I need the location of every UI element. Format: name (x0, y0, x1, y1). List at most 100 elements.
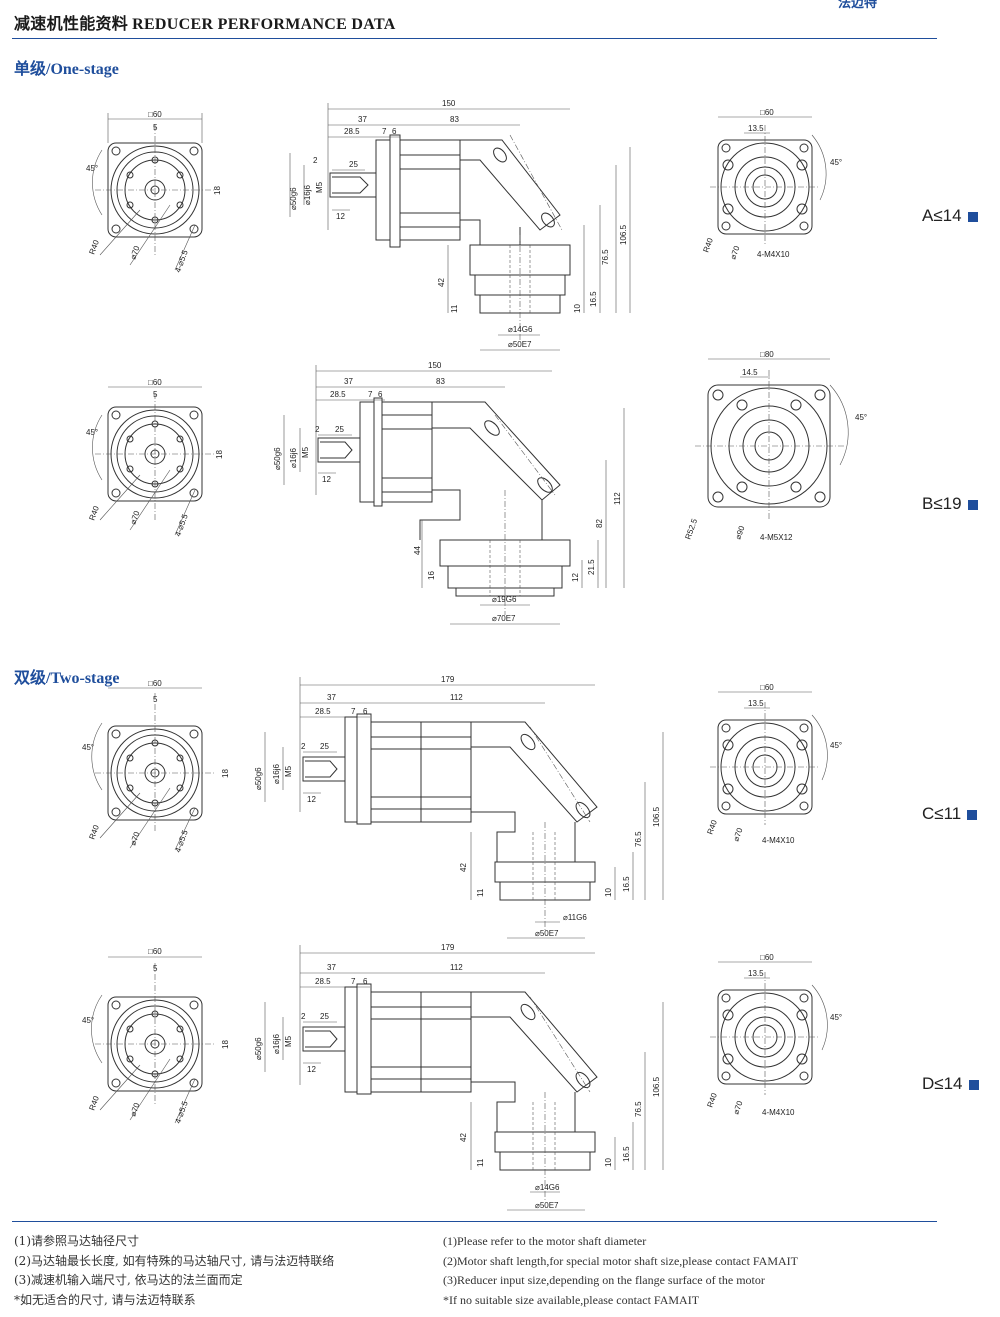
dimension-label: 7 (382, 127, 387, 136)
dimension-label: 112 (450, 963, 463, 972)
dimension-label: 12 (307, 795, 316, 804)
drawing-a-back-view: □60 13.5 45° R40 ⌀70 4-M4X10 (701, 108, 842, 261)
dimension-label: 45° (82, 1016, 94, 1025)
dim-square: □60 (148, 110, 162, 119)
section-title-two-stage: 双级/Two-stage (14, 670, 120, 687)
dimension-label: ⌀16j6 (303, 185, 312, 205)
dimension-label: 4-⌀5.5 (173, 248, 190, 273)
dimension-label: 4-⌀5.5 (173, 512, 190, 537)
header-divider (12, 38, 937, 39)
dimension-label: 45° (830, 1013, 842, 1022)
note-en-2: (2)Motor shaft length,for special motor … (443, 1253, 799, 1268)
dimension-label: 150 (442, 99, 456, 108)
dimension-label: ⌀50g6 (254, 767, 263, 790)
variant-label-d: D≤14 (922, 1074, 979, 1094)
dimension-label: 16.5 (622, 876, 631, 892)
dimension-label: 37 (327, 693, 336, 702)
dimension-label: 12 (571, 573, 580, 582)
dimension-label: ⌀16j6 (272, 1034, 281, 1054)
dimension-label: 5 (153, 123, 158, 132)
dimension-label: 28.5 (330, 390, 346, 399)
note-cn-1: (1)请参照马达轴径尺寸 (14, 1234, 139, 1248)
dimension-label: R40 (705, 818, 719, 835)
dimension-label: 42 (459, 1133, 468, 1142)
dimension-label: M5 (284, 1035, 293, 1047)
dimension-label: 28.5 (315, 707, 331, 716)
notes-en: (1)Please refer to the motor shaft diame… (443, 1232, 798, 1310)
dimension-label: ⌀16j6 (289, 448, 298, 468)
dimension-label: 4-⌀5.5 (173, 1099, 190, 1124)
dimension-label: 13.5 (748, 124, 764, 133)
variant-marker (967, 499, 978, 510)
drawing-c-side-view: 179 37 112 28.5 7 6 25 2 12 ⌀50g6 ⌀16j6 … (254, 675, 664, 939)
dimension-label: 76.5 (634, 831, 643, 847)
dimension-label: 45° (82, 743, 94, 752)
dimension-label: ⌀70 (128, 830, 141, 846)
dimension-label: M5 (284, 765, 293, 777)
dimension-label: □60 (760, 683, 774, 692)
dimension-label: 179 (441, 943, 455, 952)
drawing-c-back-view: □60 13.5 45° R40 ⌀70 4-M4X10 (705, 683, 842, 845)
dimension-label: ⌀14G6 (508, 325, 533, 334)
drawing-d-back-view: □60 13.5 45° R40 ⌀70 4-M4X10 (705, 953, 842, 1117)
dimension-label: ⌀50E7 (508, 340, 532, 349)
dimension-label: 2 (313, 156, 318, 165)
variant-label-c: C≤11 (922, 804, 978, 824)
variant-marker (967, 809, 978, 820)
dimension-label: □60 (760, 953, 774, 962)
variant-marker (968, 1079, 979, 1090)
page-title-en: REDUCER PERFORMANCE DATA (132, 16, 396, 33)
dimension-label: R40 (87, 823, 101, 840)
dimension-label: 18 (215, 450, 224, 459)
dimension-label: R40 (87, 238, 101, 255)
dimension-label: 13.5 (748, 969, 764, 978)
dimension-label: 28.5 (315, 977, 331, 986)
section-title-one-stage: 单级/One-stage (14, 61, 119, 78)
dimension-label: 21.5 (587, 559, 596, 575)
dimension-label: ⌀50E7 (535, 929, 559, 938)
dimension-label: 45° (855, 413, 867, 422)
dimension-label: 25 (349, 160, 358, 169)
drawing-b-back-view: □80 14.5 45° R52.5 ⌀90 4-M5X12 (683, 350, 867, 542)
dimension-label: 150 (428, 361, 442, 370)
dimension-label: 42 (437, 278, 446, 287)
note-cn-3: (3)减速机输入端尺寸, 依马达的法兰面而定 (14, 1273, 243, 1287)
dimension-label: 37 (344, 377, 353, 386)
dimension-label: 7 (368, 390, 373, 399)
dimension-label: 18 (221, 1040, 230, 1049)
footer-divider (12, 1221, 937, 1222)
dimension-label: 37 (358, 115, 367, 124)
dimension-label: R40 (701, 236, 715, 253)
dimension-label: 18 (221, 769, 230, 778)
dimension-label: ⌀70 (731, 1099, 744, 1115)
note-cn-2: (2)马达轴最长长度, 如有特殊的马达轴尺寸, 请与法迈特联络 (14, 1253, 335, 1268)
dimension-label: 2 (315, 425, 320, 434)
note-en-1: (1)Please refer to the motor shaft diame… (443, 1234, 647, 1248)
dimension-label: 83 (450, 115, 459, 124)
dimension-label: 10 (604, 1158, 613, 1167)
dimension-label: 25 (335, 425, 344, 434)
dimension-label: ⌀14G6 (535, 1183, 560, 1192)
dimension-label: ⌀70 (128, 244, 141, 260)
drawing-b-front-view: □60 5 45° R40 ⌀70 4-⌀5.5 18 (86, 378, 224, 538)
dimension-label: 112 (450, 693, 463, 702)
drawing-d-front-view: □60 5 45° R40 ⌀70 4-⌀5.5 18 (82, 947, 230, 1125)
dimension-label: 11 (476, 888, 485, 897)
dimension-label: 179 (441, 675, 455, 684)
dimension-label: □60 (148, 679, 162, 688)
dimension-label: 12 (322, 475, 331, 484)
dimension-label: ⌀90 (733, 524, 746, 540)
dimension-label: 16 (427, 571, 436, 580)
dimension-label: 4-M4X10 (762, 1108, 795, 1117)
dimension-label: ⌀70 (728, 244, 741, 260)
dimension-label: 10 (604, 888, 613, 897)
dimension-label: 45° (86, 164, 98, 173)
dimension-label: 11 (450, 304, 459, 313)
dimension-label: □80 (760, 350, 774, 359)
dimension-label: 12 (336, 212, 345, 221)
dimension-label: ⌀50E7 (535, 1201, 559, 1210)
dimension-label: 4-⌀5.5 (173, 828, 190, 853)
dimension-label: 25 (320, 1012, 329, 1021)
dimension-label: ⌀50g6 (254, 1037, 263, 1060)
dimension-label: 7 (351, 707, 356, 716)
